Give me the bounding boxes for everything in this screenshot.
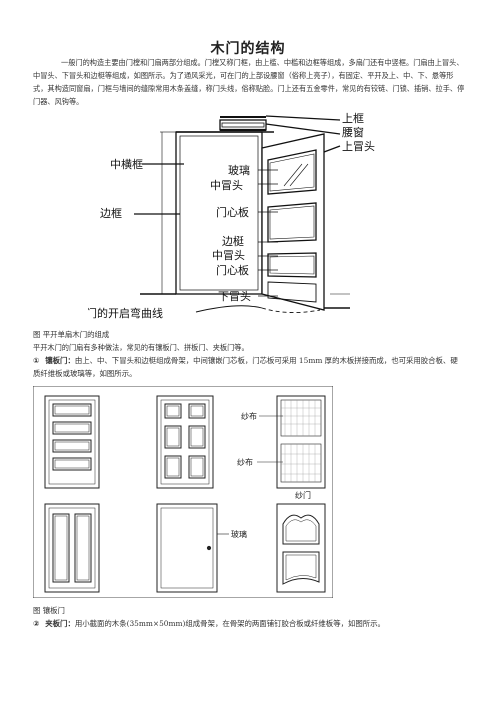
item2-number: ② [33, 619, 40, 628]
label-glass: 玻璃 [228, 163, 250, 177]
item1-term: 镶板门： [45, 356, 75, 365]
item2-text: 用小截面的木条(35mm×50mm)组成骨架，在骨架的两面铺钉胶合板或纤维板等，… [74, 619, 385, 628]
panel-doors-figure: 纱布 纱布 纱门 玻璃 [33, 386, 333, 598]
label-glass-door: 玻璃 [231, 529, 247, 539]
label-side-frame: 边框 [100, 207, 122, 220]
label-top-frame: 上框 [342, 112, 364, 125]
item-flush-door: ② 夹板门：用小截面的木条(35mm×50mm)组成骨架，在骨架的两面铺钉胶合板或… [33, 617, 465, 630]
label-mid-rail-2: 中冒头 [212, 249, 245, 262]
label-transom: 腰窗 [342, 125, 364, 139]
label-panel-1: 门心板 [216, 205, 249, 219]
label-panel-2: 门心板 [216, 263, 249, 277]
item1-number: ① [33, 356, 40, 365]
label-bottom-rail: 下冒头 [218, 290, 251, 303]
intro-paragraph: 一般门的构造主要由门樘和门扇两部分组成。门樘又称门框，由上槛、中槛和边框等组成，… [33, 58, 465, 106]
label-mid-rail-1: 中冒头 [210, 179, 243, 192]
label-screen-2: 纱布 [237, 457, 253, 467]
item2-term: 夹板门： [45, 619, 75, 628]
door-structure-figure: 上框 腰窗 上冒头 中横框 玻璃 中冒头 门心板 边框 边梃 中冒头 门心板 下… [88, 112, 375, 320]
label-screen-1: 纱布 [241, 411, 257, 421]
label-stile: 边梃 [222, 234, 244, 248]
label-screen-door: 纱门 [295, 490, 311, 500]
item1-text: 由上、中、下冒头和边梃组成骨架，中间镶嵌门芯板，门芯板可采用 15mm 厚的木板… [33, 356, 458, 378]
label-mid-frame: 中横框 [110, 157, 143, 171]
label-swing-curve: 门的开启弯曲线 [88, 306, 163, 320]
label-top-rail: 上冒头 [342, 140, 375, 153]
figure1-caption: 图 平开单扇木门的组成 [33, 330, 110, 339]
figure2-caption: 图 镶板门 [33, 606, 65, 615]
page-title: 木门的结构 [210, 41, 286, 57]
types-intro: 平开木门的门扇有多种做法，常见的有镶板门、拼板门、夹板门等。 [33, 343, 249, 352]
item-panel-door: ① 镶板门：由上、中、下冒头和边梃组成骨架，中间镶嵌门芯板，门芯板可采用 15mm… [33, 354, 465, 380]
